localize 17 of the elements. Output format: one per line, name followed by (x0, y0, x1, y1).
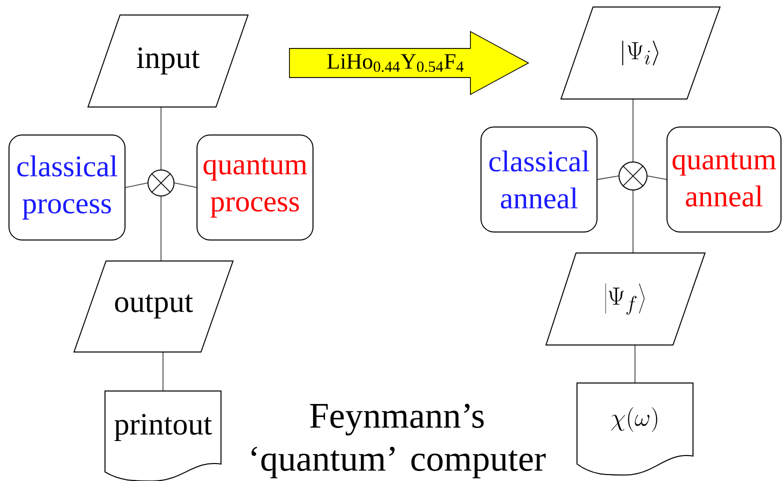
connector-line (160, 107, 162, 170)
connector-line (632, 99, 634, 162)
connector-line (125, 182, 148, 188)
crossed-circle (148, 170, 174, 196)
connector-line (647, 176, 667, 180)
process-box: quantum process (196, 134, 314, 240)
process-box: classical anneal (480, 126, 598, 232)
connector-line (174, 182, 197, 188)
connector-line (632, 190, 634, 253)
process-box: classical process (8, 134, 126, 240)
crossed-circle (618, 162, 648, 190)
connector-line (597, 176, 619, 180)
caption: Feynmann’s ‘quantum’ computer (252, 404, 546, 478)
process-box: quantum anneal (666, 126, 782, 232)
connector-line (634, 345, 636, 383)
connector-line (160, 196, 162, 261)
connector-line (162, 352, 164, 391)
